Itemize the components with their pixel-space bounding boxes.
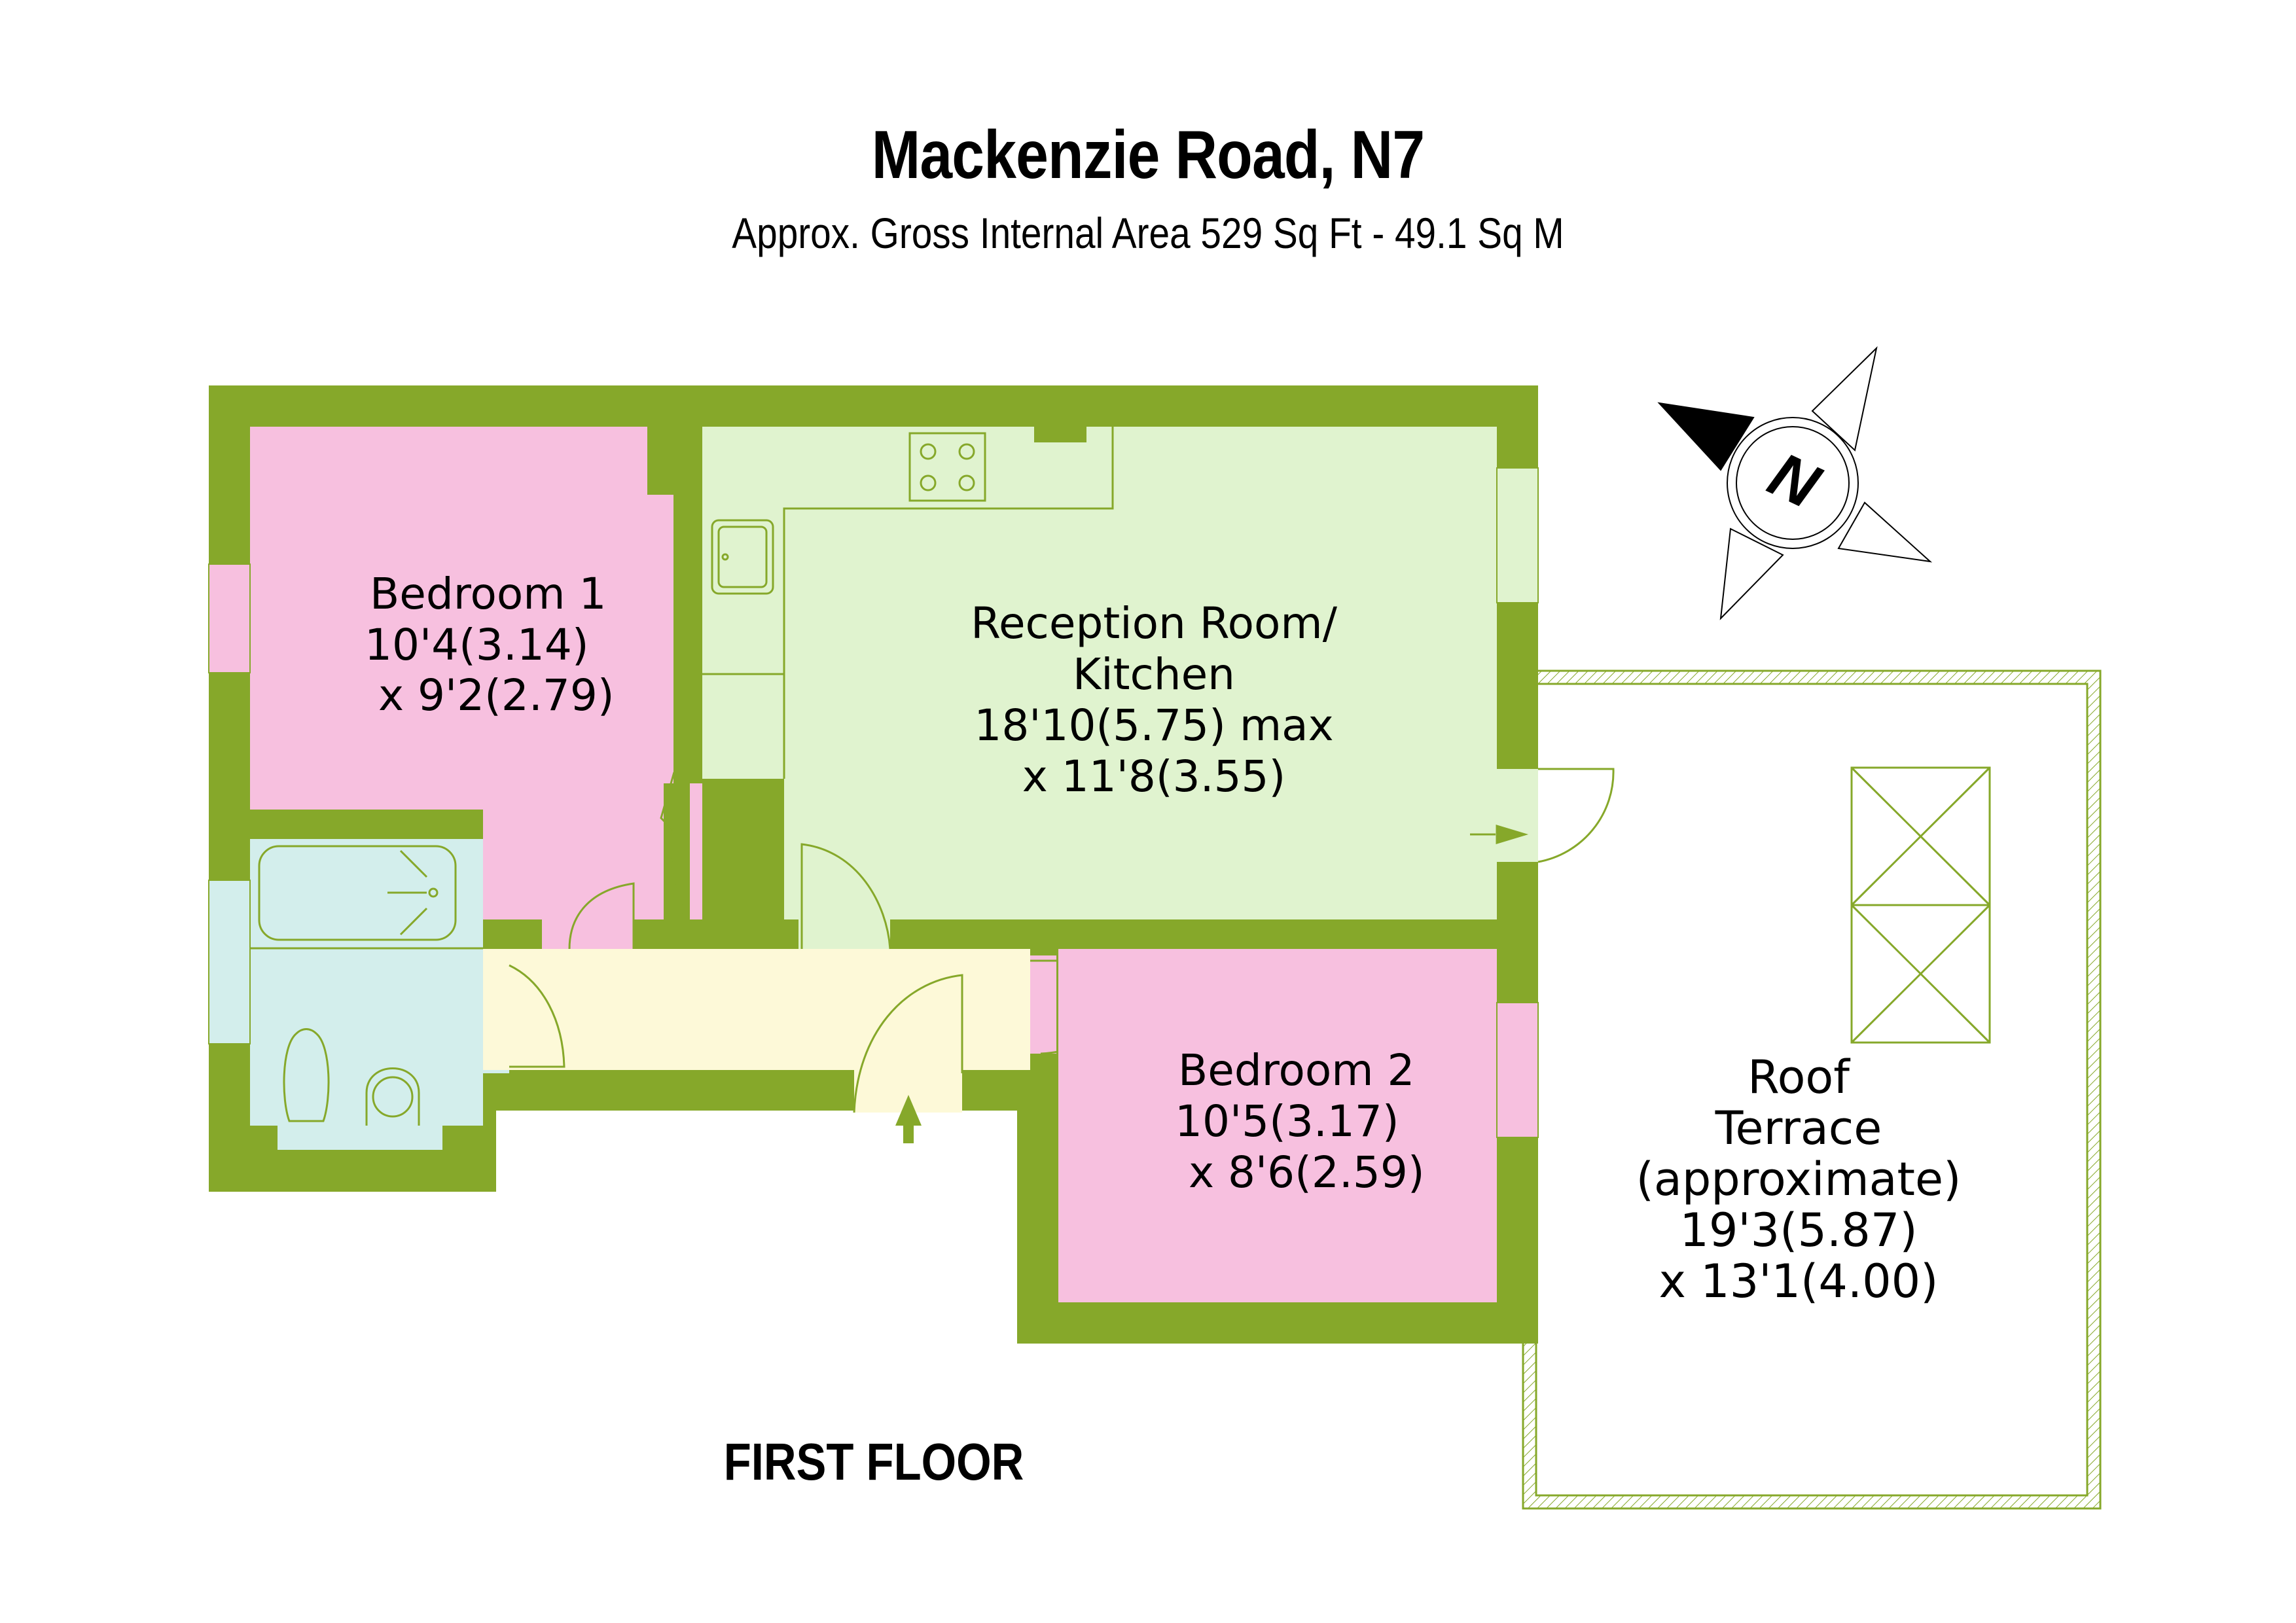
terrace-name-3: (approximate): [1636, 1152, 1962, 1206]
roof-terrace: [1522, 669, 2102, 1510]
label-terrace: Roof Terrace (approximate) 19'3(5.87) x …: [1636, 1050, 1962, 1308]
north-compass-icon: N: [1657, 346, 1933, 620]
page-title: Mackenzie Road, N7: [871, 117, 1425, 193]
window-reception: [1496, 467, 1539, 603]
bedroom-1-name: Bedroom 1: [370, 569, 607, 619]
gross-area-subtitle: Approx. Gross Internal Area 529 Sq Ft - …: [732, 209, 1564, 257]
bedroom-1-dim1: 10'4(3.14): [365, 620, 589, 670]
toilet-icon: [283, 1028, 330, 1122]
hob-icon: [908, 432, 986, 502]
floor-label: FIRST FLOOR: [723, 1433, 1024, 1491]
terrace-dim2: x 13'1(4.00): [1659, 1255, 1938, 1308]
reception-dim2: x 11'8(3.55): [1022, 751, 1286, 802]
bedroom-2-dim2: x 8'6(2.59): [1175, 1147, 1425, 1198]
label-bedroom-2: Bedroom 2 10'5(3.17) x 8'6(2.59): [1175, 1045, 1425, 1198]
exterior-gap: [496, 1111, 1017, 1196]
terrace-door-opening: [1497, 769, 1538, 862]
terrace-door: [1537, 768, 1615, 863]
reception-name-1: Reception Room/: [971, 598, 1338, 649]
terrace-dim1: 19'3(5.87): [1679, 1204, 1917, 1257]
bathroom: [208, 839, 509, 1150]
reception-kitchen: [702, 427, 1615, 919]
exit-arrow-icon: [1470, 824, 1529, 845]
window-bedroom-1: [208, 563, 251, 673]
shower-tray-icon: [258, 845, 457, 941]
label-bedroom-1: Bedroom 1 10'4(3.14) x 9'2(2.79): [365, 569, 615, 721]
skylight: [1850, 766, 1991, 1044]
entrance-arrow-icon: [895, 1095, 922, 1143]
reception-dim1: 18'10(5.75) max: [974, 700, 1333, 751]
bedroom-2-dim1: 10'5(3.17): [1175, 1096, 1399, 1147]
exterior-gap-2: [496, 1192, 1017, 1623]
terrace-name-2: Terrace: [1715, 1101, 1882, 1155]
window-bathroom: [208, 880, 251, 1044]
terrace-name-1: Roof: [1748, 1050, 1850, 1104]
sink-icon: [711, 519, 774, 595]
hallway: [483, 772, 1141, 1143]
bedroom-2: [1058, 949, 1539, 1302]
reception-name-2: Kitchen: [1073, 649, 1235, 700]
bedroom-2-name: Bedroom 2: [1178, 1045, 1415, 1096]
label-reception: Reception Room/ Kitchen 18'10(5.75) max …: [971, 598, 1338, 802]
basin-icon: [365, 1067, 420, 1126]
bedroom-1-dim2: x 9'2(2.79): [365, 670, 615, 721]
window-bedroom-2: [1496, 1002, 1539, 1138]
